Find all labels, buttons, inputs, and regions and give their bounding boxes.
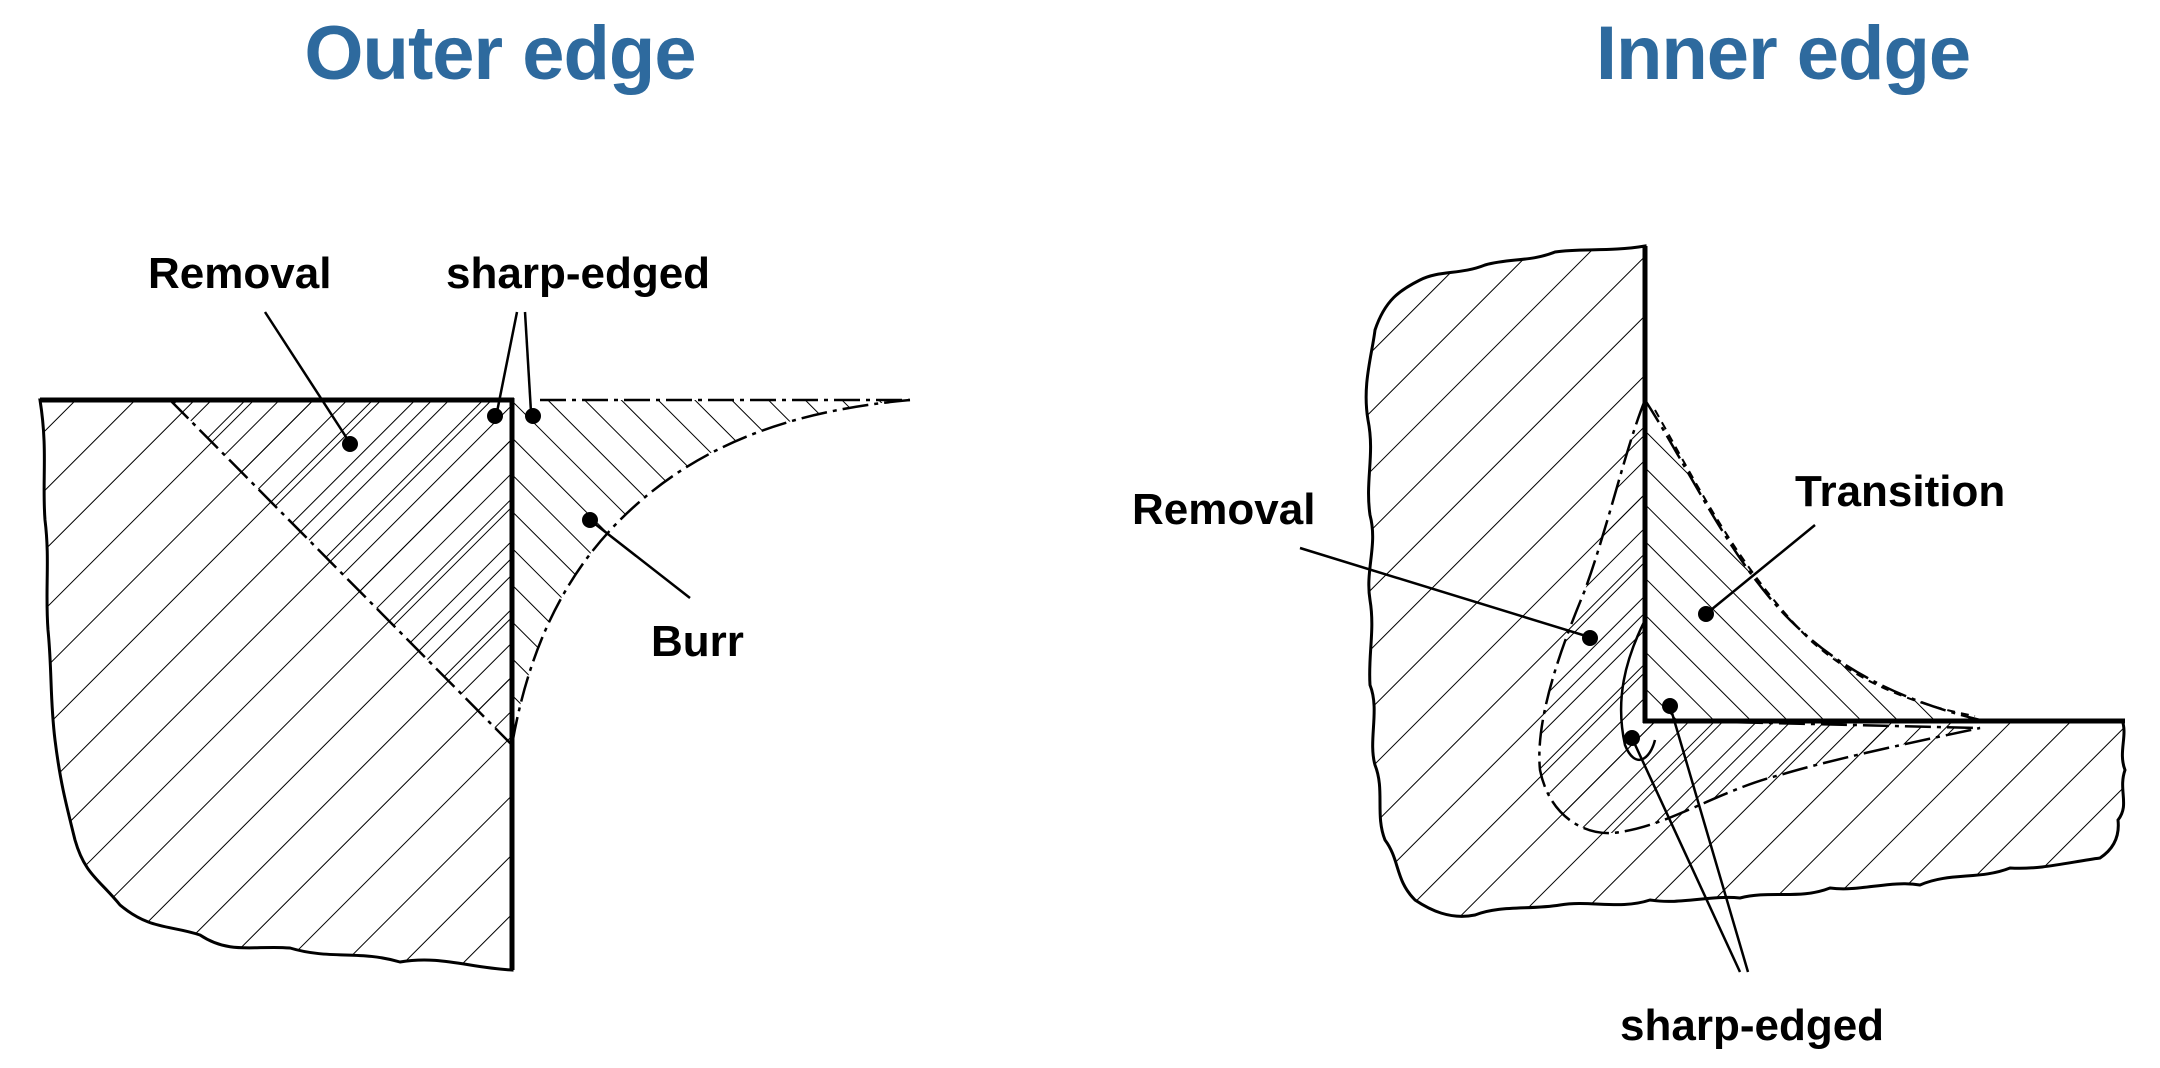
outer-removal-label: Removal (148, 249, 331, 298)
sharp-edged-leader-left (495, 311, 519, 413)
inner-removal-label: Removal (1132, 485, 1315, 534)
sharp-edged-leader-b (1630, 737, 1742, 973)
removal-leader (263, 311, 350, 441)
inner-removal-leader (1299, 546, 1587, 638)
removal-marker (342, 436, 358, 452)
inner-sharp-edged-label: sharp-edged (1620, 1001, 1884, 1050)
outer-sharp-edged-label: sharp-edged (446, 249, 710, 298)
sharp-edged-marker-left (487, 408, 503, 424)
inner-removal-zone (1538, 399, 1981, 835)
inner-transition-boundary (1643, 399, 1981, 722)
outer-burr-region (512, 400, 910, 745)
burr-leader (589, 519, 691, 599)
sharp-edged-leader-a (1668, 705, 1750, 973)
transition-leader (1705, 524, 1816, 615)
inner-edge-diagram: Removal Transition sharp-edged (1132, 244, 2127, 1050)
burr-label: Burr (651, 617, 744, 666)
outer-edge-diagram: Removal sharp-edged Burr (38, 249, 911, 972)
sharp-edged-marker-right (525, 408, 541, 424)
outer-edge-title-text: Outer edge (304, 11, 696, 96)
outer-removal-boundary (169, 399, 513, 746)
outer-burr-boundary (510, 398, 911, 746)
inner-edge-title-text: Inner edge (1595, 11, 1971, 96)
transition-label: Transition (1795, 467, 2005, 516)
inner-removal-marker (1582, 630, 1598, 646)
sharp-edged-leader-right (523, 311, 533, 413)
